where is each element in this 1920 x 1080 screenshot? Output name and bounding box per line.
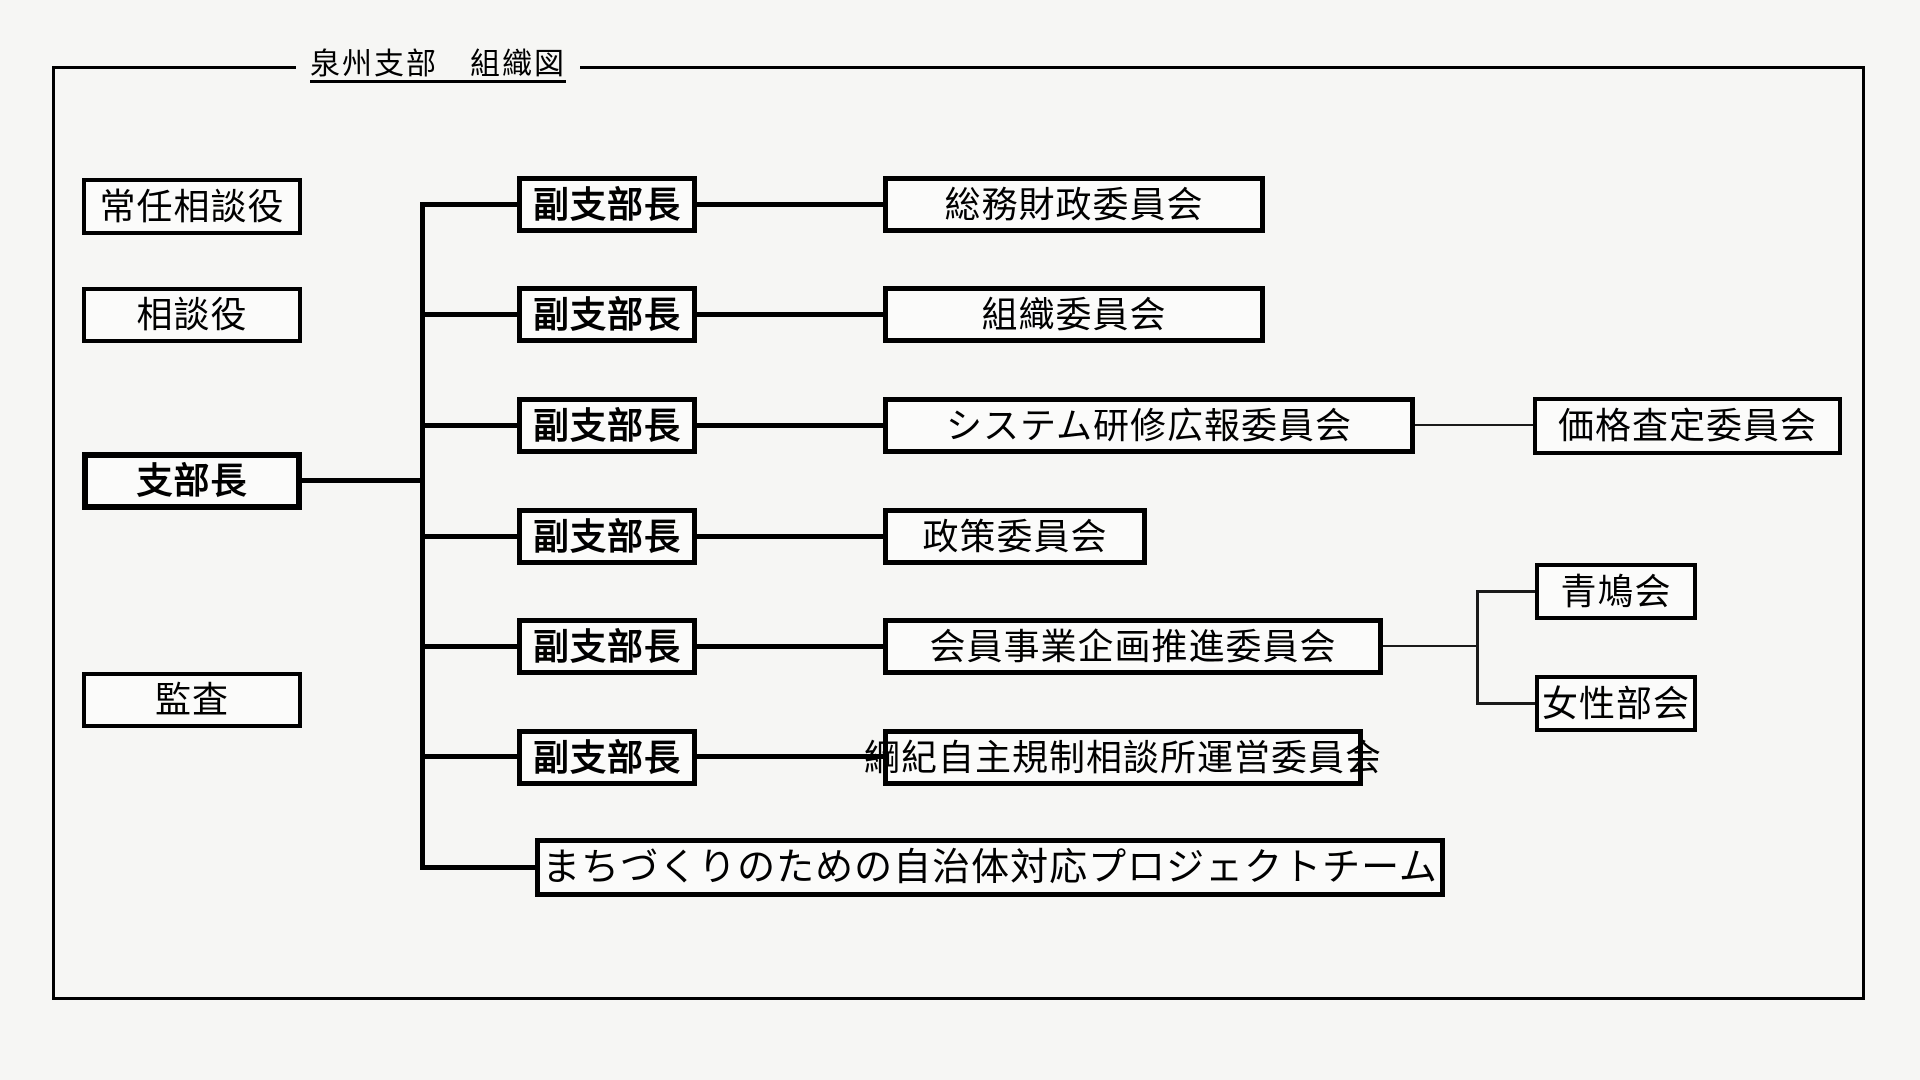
connector-row3-right (697, 423, 883, 428)
box-committee-discipline-self-regulation: 綱紀自主規制相談所運営委員会 (864, 729, 1381, 786)
connector-row6-right (697, 754, 883, 759)
box-seikyukai: 青鳩会 (1535, 563, 1697, 620)
connector-subgroup-bottom (1476, 702, 1535, 705)
connector-row3-left (420, 423, 517, 428)
box-deputy-5: 副支部長 (517, 618, 697, 675)
box-womens-division: 女性部会 (1535, 675, 1697, 732)
box-advisor: 相談役 (82, 287, 302, 343)
box-committee-organization: 組織委員会 (883, 286, 1265, 343)
connector-subgroup-vertical (1476, 590, 1479, 705)
connector-price-assessment (1415, 424, 1533, 426)
connector-row1-right (697, 202, 883, 207)
connector-branch-head-to-spine (300, 478, 422, 483)
connector-row6-left (420, 754, 517, 759)
connector-row5-right (697, 644, 883, 649)
box-project-team: まちづくりのための自治体対応プロジェクトチーム (535, 838, 1445, 897)
box-committee-member-business-planning: 会員事業企画推進委員会 (883, 618, 1383, 675)
connector-row2-right (697, 312, 883, 317)
connector-row2-left (420, 312, 517, 317)
connector-row7-left (420, 865, 535, 870)
chart-frame (52, 66, 1865, 1000)
box-committee-general-affairs-finance: 総務財政委員会 (883, 176, 1265, 233)
box-price-assessment-committee: 価格査定委員会 (1533, 397, 1842, 455)
connector-subgroup-stem (1383, 645, 1478, 647)
connector-row4-left (420, 534, 517, 539)
box-audit: 監査 (82, 672, 302, 728)
box-deputy-3: 副支部長 (517, 397, 697, 454)
box-committee-system-training-pr: システム研修広報委員会 (883, 397, 1415, 454)
box-deputy-1: 副支部長 (517, 176, 697, 233)
box-deputy-4: 副支部長 (517, 508, 697, 565)
box-branch-head: 支部長 (82, 452, 302, 510)
connector-row4-right (697, 534, 883, 539)
box-deputy-6: 副支部長 (517, 729, 697, 786)
connector-subgroup-top (1476, 590, 1535, 593)
chart-title: 泉州支部 組織図 (296, 44, 580, 86)
box-committee-policy: 政策委員会 (883, 508, 1147, 565)
box-standing-advisor: 常任相談役 (82, 178, 302, 235)
connector-row1-left (420, 202, 517, 207)
connector-row5-left (420, 644, 517, 649)
box-deputy-2: 副支部長 (517, 286, 697, 343)
